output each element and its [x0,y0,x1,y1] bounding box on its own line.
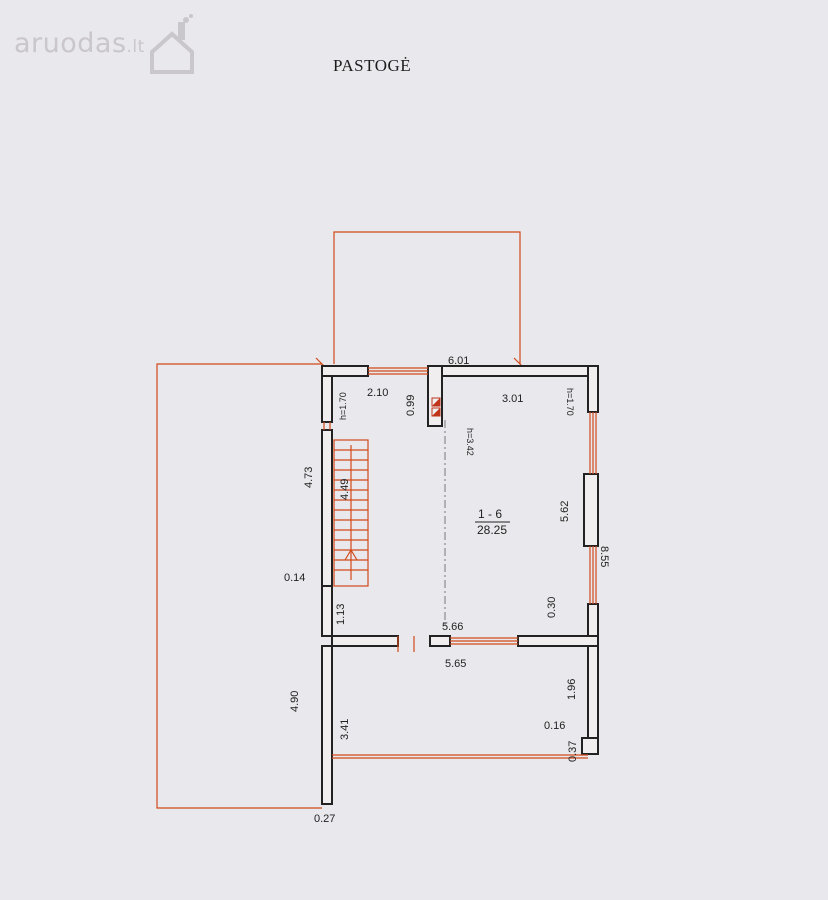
dim-4-73: 4.73 [303,467,315,488]
dim-0-99: 0.99 [405,395,417,416]
dim-h-3-42: h=3.42 [465,428,475,456]
dim-0-27: 0.27 [314,813,335,825]
dim-0-37: 0.37 [567,741,579,762]
dim-h-1-70-left: h=1.70 [338,392,348,420]
room-number: 1 - 6 [478,507,502,521]
dim-5-65: 5.65 [445,658,466,670]
dim-0-30: 0.30 [546,597,558,618]
dim-6-01: 6.01 [448,355,469,367]
dim-3-01: 3.01 [502,393,523,405]
staircase [333,439,369,587]
house-logo-icon [150,14,194,74]
dim-4-90: 4.90 [289,691,301,712]
dim-0-14: 0.14 [284,572,305,584]
dim-3-41: 3.41 [339,719,351,740]
dim-h-1-70-right: h=1.70 [565,388,575,416]
page-title: PASTOGĖ [333,56,412,75]
room-area: 28.25 [477,523,507,537]
watermark-brand: aruodas [14,28,127,59]
dim-4-49: 4.49 [339,479,351,500]
windows [323,367,597,759]
dim-1-13: 1.13 [335,604,347,625]
aruodas-watermark: aruodas.lt [14,28,145,59]
dim-8-55: 8.55 [598,546,610,567]
walls [321,365,599,805]
dim-5-66: 5.66 [442,621,463,633]
dim-5-62: 5.62 [559,501,571,522]
dim-0-16: 0.16 [544,720,565,732]
watermark-tld: .lt [126,37,145,57]
chimney-vents-icon [431,397,441,417]
dim-1-96: 1.96 [566,679,578,700]
dim-2-10: 2.10 [367,387,388,399]
